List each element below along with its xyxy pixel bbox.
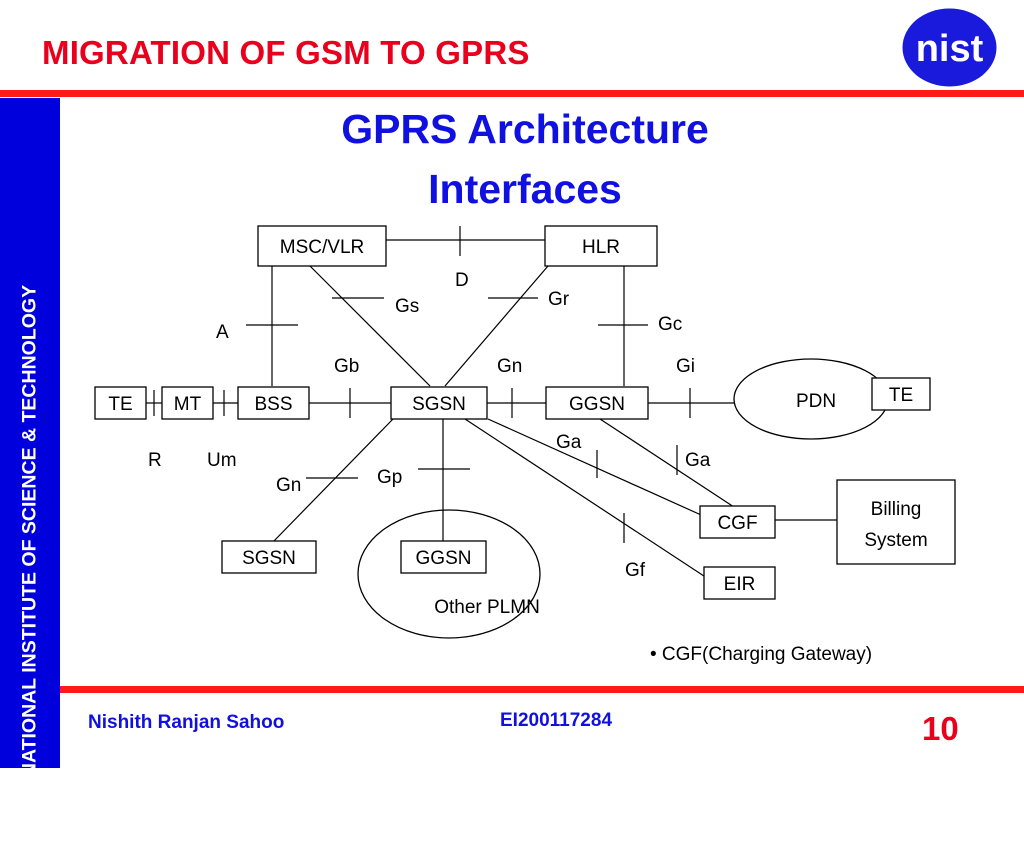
- iface-gn-bottom-label: Gn: [276, 475, 301, 496]
- sgsn-label: SGSN: [412, 394, 466, 415]
- interface-ticks: [153, 226, 691, 543]
- sgsn-node: [390, 386, 488, 420]
- slide-header-title: MIGRATION OF GSM TO GPRS: [42, 34, 530, 71]
- footer-author: Nishith Ranjan Sahoo: [88, 712, 285, 733]
- sidebar: NATIONAL INSTITUTE OF SCIENCE & TECHNOLO…: [0, 98, 60, 777]
- link-sgsn-cgf: [487, 418, 711, 520]
- link-sgsn-eir: [464, 418, 711, 581]
- link-ggsn-cgf: [599, 418, 738, 510]
- ggsn-other-node: [400, 540, 487, 574]
- other-plmn-label: Other PLMN: [434, 597, 540, 618]
- footer-id: EI200117284: [500, 710, 613, 731]
- eir-node: [703, 566, 776, 600]
- iface-ga-right-label: Ga: [685, 450, 711, 471]
- eir-label: EIR: [724, 574, 756, 595]
- ggsn-label: GGSN: [569, 394, 625, 415]
- sgsn-other-node: [221, 540, 317, 574]
- link-sgsn-sgsn-other: [271, 418, 394, 544]
- te-left-label: TE: [108, 394, 132, 415]
- te-right-label: TE: [889, 385, 913, 406]
- bss-node: [237, 386, 310, 420]
- iface-ga-left-label: Ga: [556, 432, 582, 453]
- header-divider: [0, 90, 1024, 97]
- ggsn-node: [545, 386, 649, 420]
- billing-label-line2: System: [864, 530, 927, 551]
- hlr-label: HLR: [582, 237, 620, 258]
- iface-um-label: Um: [207, 450, 237, 471]
- slide-title-line1: GPRS Architecture: [341, 106, 709, 152]
- gprs-architecture-diagram: MSC/VLR HLR TE MT BSS SGSN GGSN PDN TE C…: [94, 225, 956, 639]
- sgsn-other-label: SGSN: [242, 548, 296, 569]
- msc-vlr-node: [257, 225, 387, 267]
- hlr-node: [544, 225, 658, 267]
- mt-label: MT: [174, 394, 202, 415]
- page-number: 10: [922, 710, 959, 747]
- logo-ellipse: [902, 8, 997, 87]
- iface-a-label: A: [216, 322, 229, 343]
- ggsn-other-label: GGSN: [416, 548, 472, 569]
- iface-gf-label: Gf: [625, 560, 646, 581]
- iface-gp-label: Gp: [377, 467, 402, 488]
- te-left-node: [94, 386, 147, 420]
- link-msc-sgsn: [309, 265, 431, 387]
- pdn-label: PDN: [796, 391, 836, 412]
- msc-vlr-label: MSC/VLR: [280, 237, 364, 258]
- other-plmn-ellipse: [357, 509, 541, 639]
- nodes: MSC/VLR HLR TE MT BSS SGSN GGSN PDN TE C…: [94, 225, 956, 618]
- billing-system-node: [836, 479, 956, 565]
- interface-labels: D Gs Gr Gc A Gb Gn Gi Ga Ga R Um Gp Gn G…: [148, 270, 711, 581]
- mt-node: [161, 386, 214, 420]
- cgf-note: • CGF(Charging Gateway): [650, 644, 873, 665]
- te-right-node: [871, 377, 931, 411]
- link-hlr-sgsn: [444, 265, 549, 387]
- iface-gi-label: Gi: [676, 356, 695, 377]
- nist-logo: nist: [902, 8, 997, 87]
- iface-gb-label: Gb: [334, 356, 359, 377]
- iface-d-label: D: [455, 270, 469, 291]
- iface-gc-label: Gc: [658, 314, 682, 335]
- footer-divider: [60, 686, 1024, 693]
- cgf-label: CGF: [717, 513, 757, 534]
- iface-r-label: R: [148, 450, 162, 471]
- iface-gn-top-label: Gn: [497, 356, 522, 377]
- bss-label: BSS: [254, 394, 292, 415]
- iface-gs-label: Gs: [395, 296, 419, 317]
- slide-title-line2: Interfaces: [428, 166, 622, 212]
- cgf-node: [699, 505, 776, 539]
- logo-text: nist: [916, 28, 984, 70]
- iface-gr-label: Gr: [548, 289, 570, 310]
- billing-label-line1: Billing: [871, 499, 922, 520]
